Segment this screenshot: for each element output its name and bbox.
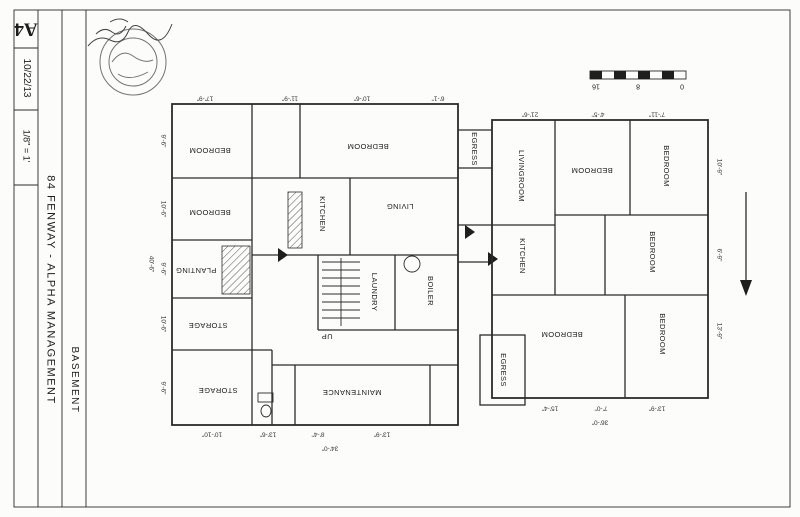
- dimension-label: 9'-6": [159, 262, 167, 276]
- room-label: EGRESS: [469, 132, 479, 166]
- room-label: BEDROOM: [571, 165, 613, 175]
- dimension-label: 10'-9": [715, 158, 723, 176]
- scale-bar-label: 0: [680, 82, 684, 90]
- left-wing-walls: [171, 103, 459, 426]
- dimension-label: 13'-9": [373, 430, 391, 438]
- room-label: KITCHEN: [517, 238, 527, 274]
- room-label: STORAGE: [198, 385, 238, 395]
- door-swing-icon: [278, 248, 288, 262]
- room-label: STORAGE: [188, 320, 228, 330]
- door-swing-icon: [488, 252, 498, 266]
- drawing-title: BASEMENT: [69, 346, 80, 414]
- dimension-label: 10'-10": [201, 430, 223, 438]
- dimension-label: 13'-6": [259, 430, 277, 438]
- room-label: LAUNDRY: [369, 272, 379, 312]
- dimension-label: 11'-9": [281, 94, 299, 102]
- corridor-walls: [278, 129, 498, 266]
- project-title: 84 FENWAY - ALPHA MANAGEMENT: [44, 175, 57, 405]
- sheet-scale: 1/8" = 1': [21, 129, 32, 163]
- room-label: KITCHEN: [317, 196, 327, 232]
- dimension-label: 10'-6": [159, 200, 167, 218]
- room-label: BEDROOM: [347, 141, 389, 151]
- room-label: BEDROOM: [541, 329, 583, 339]
- room-label: PLANTING: [175, 265, 217, 275]
- dimension-label: 13'-9": [648, 404, 666, 412]
- room-label: LIVING: [386, 201, 414, 211]
- room-label: BEDROOM: [189, 207, 231, 217]
- dimension-label: 10'-6": [353, 94, 371, 102]
- room-label: LIVINGROOM: [516, 150, 526, 202]
- room-label: MAINTENANCE: [322, 387, 382, 397]
- dimension-label: 17'-9": [196, 94, 214, 102]
- hatched-area: [287, 191, 303, 249]
- dimension-label: 36'-0": [591, 418, 609, 426]
- scale-bar-label: 16: [592, 82, 600, 90]
- sheet-date: 10/22/13: [21, 58, 32, 98]
- dimension-label: 6'-9": [715, 248, 723, 262]
- dimension-label: 9'-6": [159, 134, 167, 148]
- room-label: BOILER: [425, 276, 435, 306]
- dimension-label: 15'-4": [541, 404, 559, 412]
- dimension-label: 10'-6": [159, 315, 167, 333]
- dimension-label: 7'-0": [594, 404, 608, 412]
- room-label: BEDROOM: [661, 145, 671, 187]
- sheet-border: [13, 9, 791, 508]
- room-label: BEDROOM: [657, 313, 667, 355]
- dimension-label: 40'-6": [147, 255, 155, 273]
- door-swing-icon: [465, 225, 475, 239]
- dimension-label: 7'-11": [648, 110, 666, 118]
- dimension-label: 34'-0": [321, 444, 339, 452]
- architect-stamp: [87, 18, 173, 96]
- dimension-label: 8'-4": [311, 430, 325, 438]
- room-label: EGRESS: [498, 353, 508, 387]
- scale-bar-label: 8: [636, 82, 640, 90]
- hatched-area: [221, 245, 251, 295]
- right-wing-walls: [479, 119, 709, 406]
- dimension-label: 4'-5": [591, 110, 605, 118]
- dimension-label: 21'-6": [521, 110, 539, 118]
- room-label: BEDROOM: [189, 145, 231, 155]
- room-label: UP: [321, 331, 333, 341]
- dimension-label: 6'-1": [431, 94, 445, 102]
- north-arrow-icon: [740, 192, 752, 296]
- boiler-tank: [403, 255, 421, 273]
- scale-bar: [589, 70, 687, 80]
- dimension-label: 13'-9": [715, 322, 723, 340]
- dimension-label: 9'-6": [159, 381, 167, 395]
- sheet-number: A4: [14, 18, 38, 40]
- room-label: BEDROOM: [647, 231, 657, 273]
